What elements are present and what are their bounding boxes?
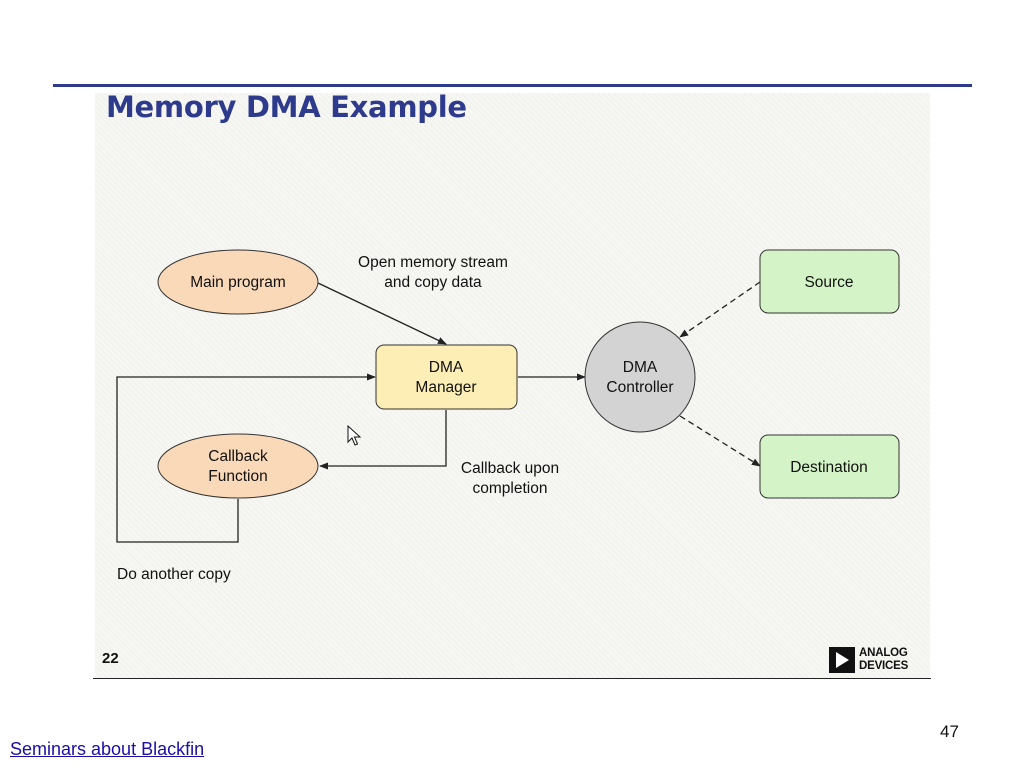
main-program-label: Main program	[190, 274, 286, 291]
callback-function-label-line1: Callback	[208, 448, 268, 465]
arrow-controller-to-destination	[679, 415, 761, 467]
node-source: Source	[759, 249, 900, 314]
node-dma-manager: DMA Manager	[375, 344, 518, 410]
open-stream-label-line2: and copy data	[384, 274, 482, 291]
node-callback-function: Callback Function	[157, 433, 319, 499]
source-label: Source	[804, 274, 853, 291]
logo-text: ANALOG DEVICES	[859, 647, 908, 673]
footer-rule	[93, 678, 931, 679]
dma-controller-label-line1: DMA	[623, 359, 658, 376]
dma-manager-label-line2: Manager	[415, 379, 476, 396]
arrow-manager-to-callback	[319, 410, 447, 470]
slide-number: 22	[102, 650, 119, 667]
page-number: 47	[940, 722, 959, 741]
seminars-link[interactable]: Seminars about Blackfin	[10, 739, 205, 759]
slide-title: Memory DMA Example	[106, 90, 467, 124]
title-rule	[53, 84, 972, 87]
open-stream-label-line1: Open memory stream	[358, 254, 508, 271]
callback-upon-label-line1: Callback upon	[461, 460, 559, 477]
arrow-main-to-manager	[317, 282, 447, 345]
arrow-source-to-controller	[679, 281, 761, 338]
logo-text-line1: ANALOG	[859, 647, 908, 659]
node-destination: Destination	[759, 434, 900, 499]
logo-text-line2: DEVICES	[859, 660, 909, 672]
callback-upon-label-line2: completion	[473, 480, 548, 497]
node-dma-controller: DMA Controller	[584, 321, 696, 433]
node-main-program: Main program	[157, 249, 319, 315]
analog-devices-logo-icon	[829, 647, 855, 673]
callback-function-label-line2: Function	[208, 468, 267, 485]
mouse-cursor-icon	[347, 424, 362, 446]
destination-label: Destination	[790, 459, 868, 476]
arrow-loop-do-another-copy	[116, 373, 376, 543]
analog-devices-logo: ANALOG DEVICES	[829, 646, 919, 674]
do-another-copy-label: Do another copy	[117, 566, 231, 583]
slide-background	[95, 93, 930, 678]
dma-controller-label-line2: Controller	[606, 379, 673, 396]
dma-manager-label-line1: DMA	[429, 359, 464, 376]
